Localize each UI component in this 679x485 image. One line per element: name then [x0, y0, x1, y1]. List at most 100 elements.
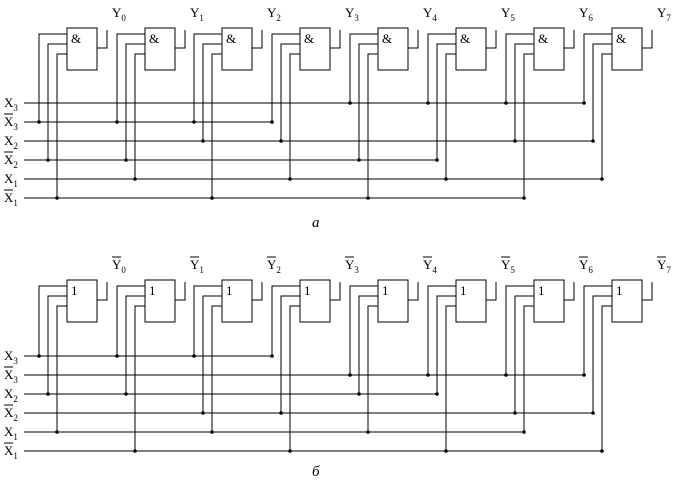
junction-dot	[201, 139, 205, 143]
junction-dot	[192, 120, 196, 124]
gate-symbol: &	[460, 31, 470, 46]
logic-gate	[221, 27, 253, 71]
gate-output-lead	[486, 30, 497, 49]
gate-input-wire	[193, 33, 222, 122]
gate-input-wire	[116, 33, 145, 122]
gate-input-wire	[436, 295, 456, 394]
junction-dot	[513, 411, 517, 415]
junction-dot	[444, 449, 448, 453]
junction-dot	[435, 392, 439, 396]
junction-dot	[37, 120, 41, 124]
gate-input-wire	[211, 53, 222, 198]
junction-dot	[46, 158, 50, 162]
junction-dot	[124, 392, 128, 396]
input-label-x1-bar: X1	[4, 190, 18, 208]
junction-dot	[600, 177, 604, 181]
gate-input-wire	[358, 43, 378, 160]
gate-input-wire	[193, 285, 222, 356]
gate-symbol: &	[538, 31, 548, 46]
gate-input-wire	[592, 43, 612, 141]
gate-input-wire	[514, 295, 534, 413]
gate-input-wire	[202, 295, 222, 413]
gate-output-lead	[175, 282, 186, 301]
gate-input-wire	[125, 43, 145, 160]
gate-input-wire	[280, 295, 300, 413]
input-label-x2: X2	[4, 133, 18, 151]
junction-dot	[513, 139, 517, 143]
junction-dot	[210, 430, 214, 434]
output-label-y1: Y1	[190, 5, 204, 23]
gate-symbol: 1	[616, 283, 623, 298]
output-label-y3-bar: Y3	[345, 257, 359, 275]
gate-output-lead	[252, 30, 263, 49]
output-label-y5: Y5	[501, 5, 515, 23]
junction-dot	[124, 158, 128, 162]
gate-output-lead	[330, 30, 341, 49]
gate-symbol: 1	[149, 283, 156, 298]
gate-input-wire	[280, 43, 300, 141]
gate-input-wire	[56, 53, 67, 198]
junction-dot	[288, 449, 292, 453]
input-label-x1: X1	[4, 424, 18, 442]
junction-dot	[444, 177, 448, 181]
input-label-x2-bar: X2	[4, 405, 18, 423]
logic-gate	[455, 27, 487, 71]
junction-dot	[348, 101, 352, 105]
gate-symbol: &	[71, 31, 81, 46]
gate-input-wire	[445, 305, 456, 451]
gate-output-lead	[408, 30, 419, 49]
junction-dot	[133, 449, 137, 453]
input-label-x1: X1	[4, 171, 18, 189]
logic-gate	[221, 279, 253, 323]
junction-dot	[192, 354, 196, 358]
input-label-x2-bar: X2	[4, 152, 18, 170]
gate-input-wire	[289, 53, 300, 179]
input-label-x3: X3	[4, 95, 18, 113]
gate-input-wire	[125, 295, 145, 394]
logic-gate	[611, 27, 643, 71]
input-label-x3: X3	[4, 348, 18, 366]
junction-dot	[115, 354, 119, 358]
junction-dot	[522, 196, 526, 200]
junction-dot	[357, 392, 361, 396]
gate-output-lead	[642, 282, 653, 301]
output-label-y4: Y4	[423, 5, 437, 23]
junction-dot	[591, 411, 595, 415]
output-label-y5-bar: Y5	[501, 257, 515, 275]
gate-input-wire	[592, 295, 612, 413]
gate-input-wire	[445, 53, 456, 179]
gate-input-wire	[601, 305, 612, 451]
output-label-y3: Y3	[345, 5, 359, 23]
gate-input-wire	[505, 33, 534, 103]
input-label-x3-bar: X3	[4, 114, 18, 132]
gate-input-wire	[349, 33, 378, 103]
output-label-y6: Y6	[579, 5, 593, 23]
junction-dot	[270, 354, 274, 358]
junction-dot	[366, 430, 370, 434]
junction-dot	[201, 411, 205, 415]
diagram-caption: а	[312, 215, 320, 231]
gate-input-wire	[271, 33, 300, 122]
junction-dot	[582, 373, 586, 377]
gate-output-lead	[564, 282, 575, 301]
output-label-y2-bar: Y2	[267, 257, 281, 275]
gate-output-lead	[97, 30, 108, 49]
logic-gate	[611, 279, 643, 323]
output-label-y2: Y2	[267, 5, 281, 23]
junction-dot	[288, 177, 292, 181]
gate-input-wire	[116, 285, 145, 356]
gate-input-wire	[134, 305, 145, 451]
gate-input-wire	[202, 43, 222, 141]
junction-dot	[270, 120, 274, 124]
gate-symbol: &	[616, 31, 626, 46]
output-label-y7-bar: Y7	[657, 257, 671, 275]
output-label-y0: Y0	[112, 5, 126, 23]
logic-gate	[66, 27, 98, 71]
gate-input-wire	[514, 43, 534, 141]
logic-gate	[66, 279, 98, 323]
gate-output-lead	[330, 282, 341, 301]
logic-gate	[299, 279, 331, 323]
gate-input-wire	[523, 305, 534, 432]
